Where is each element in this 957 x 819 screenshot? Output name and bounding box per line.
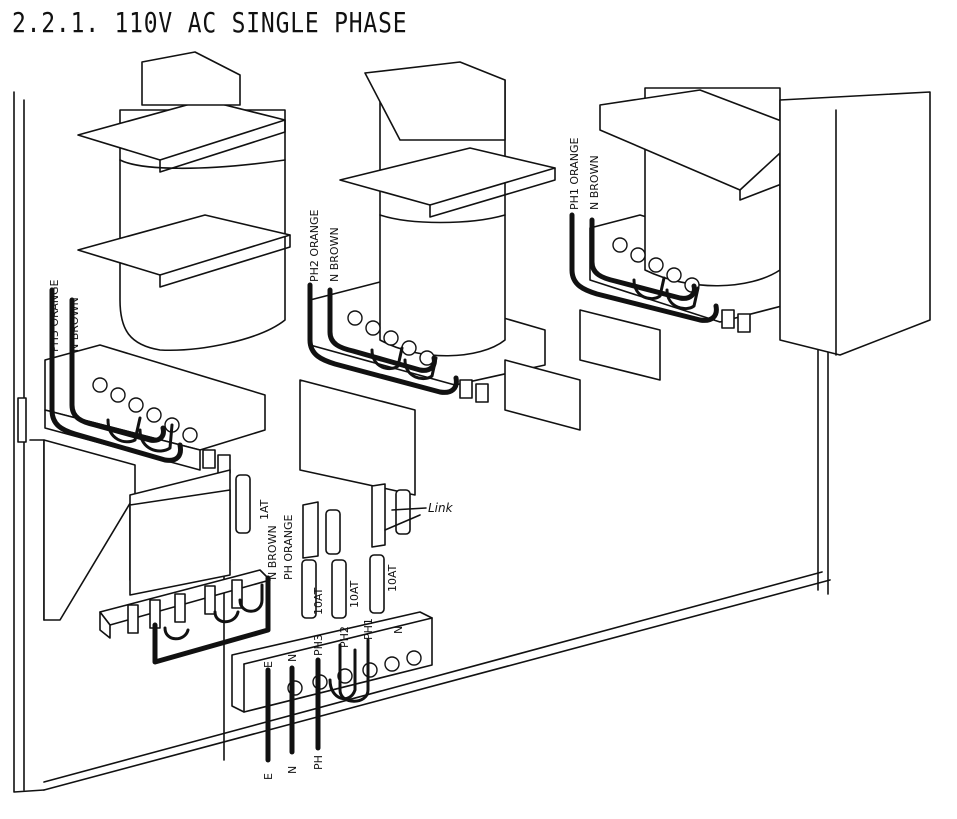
page-title: 2.2.1. 110V AC SINGLE PHASE [12,6,408,39]
terminal-label-ph1: PH1 [362,618,375,640]
ph1-phase-label: PH1 ORANGE [568,137,581,210]
link-label: Link [428,501,454,515]
fuse-10at-3 [369,554,385,614]
terminal-label-n: N [286,654,299,662]
ph3-phase-label: PH3 ORANGE [48,279,61,352]
labels: PH3 ORANGE N BROWN PH2 ORANGE N BROWN PH… [48,137,601,780]
fuse-10at-3-label: 10AT [386,564,399,592]
transformer-ph1 [569,87,931,381]
supply-label-n: N [286,766,299,774]
fuse-10at-1-label: 10AT [312,587,325,615]
aux-phase-label: PH ORANGE [282,514,295,580]
aux-transformer [99,489,271,665]
aux-neutral-label: N BROWN [266,525,279,580]
ph3-neutral-label: N BROWN [68,297,81,352]
fuse-block [235,474,427,619]
supply-label-e: E [262,773,275,780]
fuse-1at [235,474,251,534]
ph2-neutral-label: N BROWN [328,227,341,282]
terminal-label-ph2: PH2 [338,626,351,648]
ph1-neutral-label: N BROWN [588,155,601,210]
terminal-label-ph3: PH3 [312,634,325,656]
fuse-10at-1 [301,559,317,619]
terminal-strip [231,611,433,763]
supply-label-ph: PH [312,755,325,770]
fuse-10at-2 [331,559,347,619]
fuse-10at-2-label: 10AT [348,580,361,608]
terminal-label-e: E [262,661,275,668]
terminal-label-n2: N [392,626,405,634]
transformer-ph2 [299,61,581,496]
ph2-phase-label: PH2 ORANGE [308,209,321,282]
fuse-1at-label: 1AT [258,499,271,520]
transformer-ph3 [43,51,291,621]
